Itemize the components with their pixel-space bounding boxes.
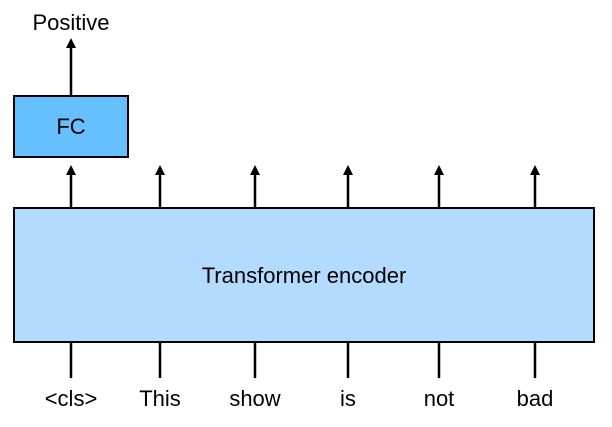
fc-label: FC: [56, 114, 85, 139]
token-input-lines: [69, 342, 537, 378]
encoder-output-arrows: [155, 165, 540, 208]
token-labels: <cls> This show is not bad: [45, 386, 554, 411]
token-label: not: [424, 386, 455, 411]
token-label: bad: [517, 386, 554, 411]
token-label: <cls>: [45, 386, 98, 411]
token-label: show: [229, 386, 280, 411]
output-label: Positive: [32, 10, 109, 35]
transformer-encoder-label: Transformer encoder: [202, 263, 407, 288]
token-label: This: [139, 386, 181, 411]
fc-box: [13, 95, 129, 158]
transformer-encoder-box: [13, 207, 595, 343]
token-label: is: [340, 386, 356, 411]
